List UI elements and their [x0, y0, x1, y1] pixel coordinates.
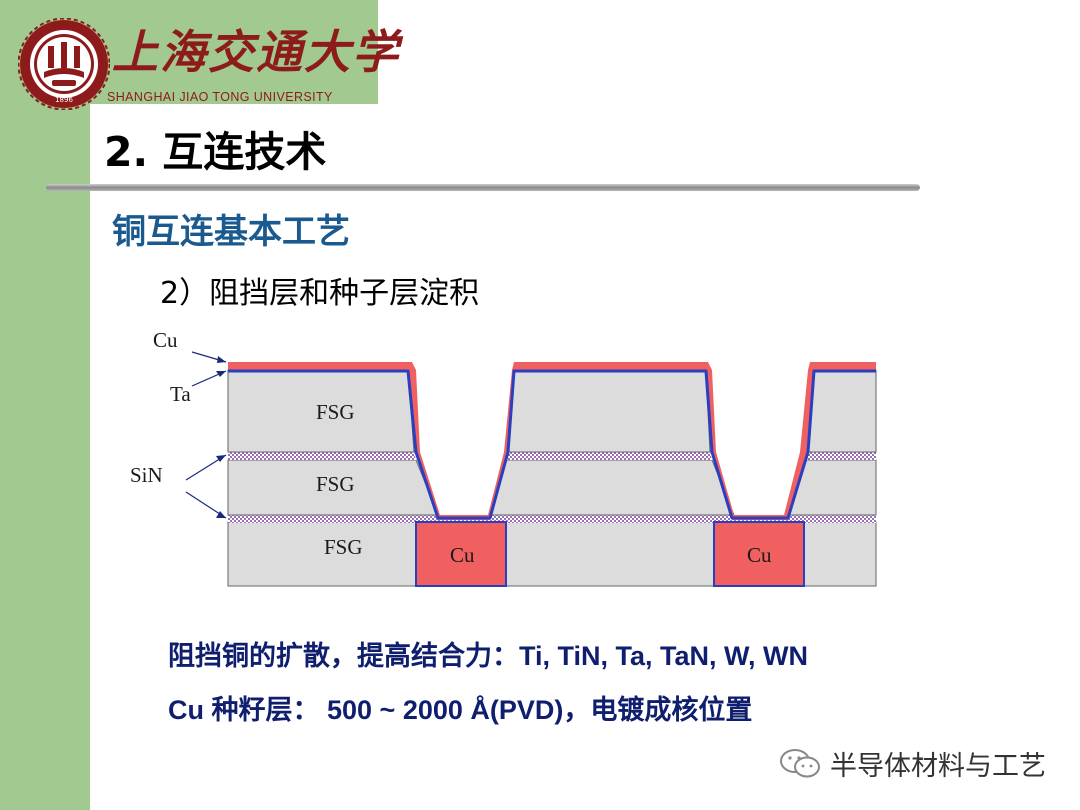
wechat-icon	[778, 748, 824, 784]
title-divider	[46, 184, 920, 191]
sin-label: SiN	[130, 463, 163, 487]
watermark-text: 半导体材料与工艺	[830, 751, 1046, 782]
cu-plug-right	[713, 521, 805, 587]
sin-upper-layer	[228, 452, 416, 460]
cu-top-label: Cu	[153, 328, 178, 352]
university-name-en: SHANGHAI JIAO TONG UNIVERSITY	[107, 90, 333, 104]
ta-barrier-layer	[228, 369, 876, 520]
logo-year: 1896	[55, 96, 73, 104]
ta-label: Ta	[170, 382, 191, 406]
university-name-cn: 上海交通大学	[112, 25, 400, 79]
section-subtitle: 铜互连基本工艺	[112, 212, 350, 252]
fsg-upper-label: FSG	[316, 400, 355, 424]
slide-title: 2. 互连技术	[104, 128, 327, 176]
university-seal-logo: 1896	[17, 17, 111, 111]
cu-seed-layer	[228, 362, 876, 520]
barrier-seed-deposition-diagram: Cu Ta SiN FSG FSG FSG Cu Cu	[120, 322, 890, 601]
barrier-note: 阻挡铜的扩散，提高结合力：Ti, TiN, Ta, TaN, W, WN	[168, 641, 809, 671]
fsg-middle-label: FSG	[316, 472, 355, 496]
cu-right-label: Cu	[747, 543, 772, 567]
seed-layer-note: Cu 种籽层： 500 ~ 2000 Å(PVD)，电镀成核位置	[168, 695, 753, 725]
left-green-band	[0, 0, 90, 810]
step-heading: 2）阻挡层和种子层淀积	[160, 276, 480, 311]
cu-left-label: Cu	[450, 543, 475, 567]
fsg-lower-label: FSG	[324, 535, 363, 559]
cu-plug-left	[415, 521, 507, 587]
sin-lower-layer	[228, 515, 876, 523]
